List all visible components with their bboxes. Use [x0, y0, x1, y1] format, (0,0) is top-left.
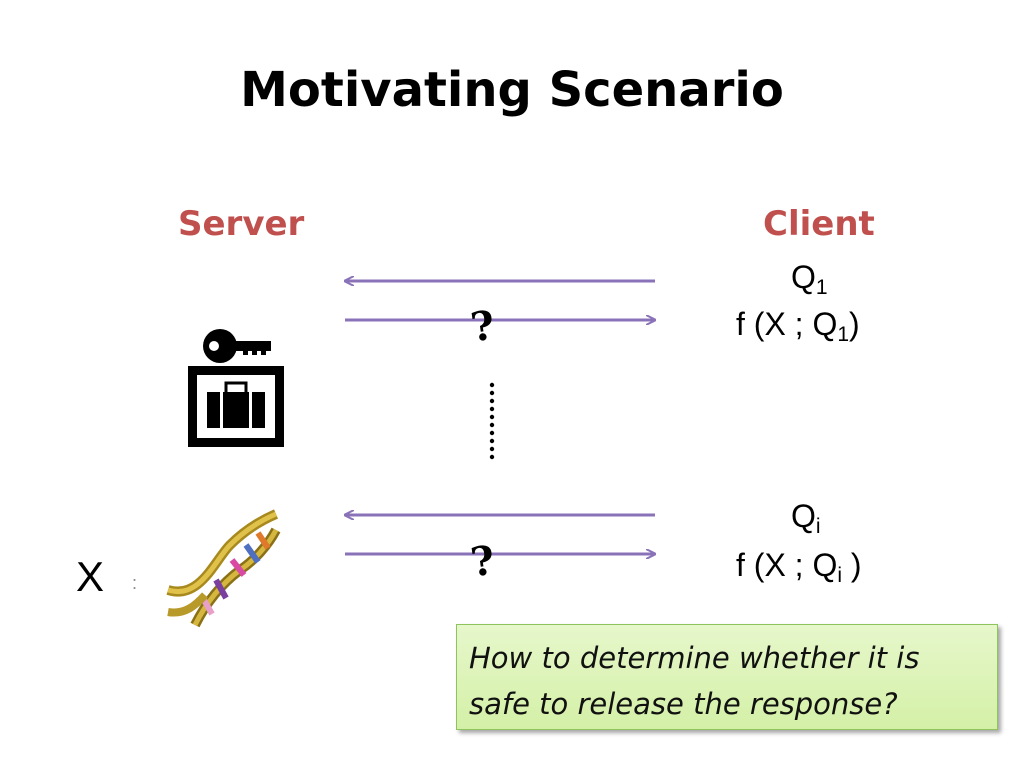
vertical-ellipsis — [489, 382, 495, 460]
key-icon — [203, 329, 271, 363]
query-i-symbol: Q — [791, 498, 816, 534]
question-callout: How to determine whether it is safe to r… — [456, 624, 998, 730]
response-i-prefix: f (X ; Q — [736, 547, 838, 583]
query-i-label: Qi — [791, 498, 821, 539]
query-1-label: Q1 — [791, 259, 828, 300]
callout-text: How to determine whether it is safe to r… — [469, 641, 920, 721]
query-1-subscript: 1 — [815, 276, 828, 299]
briefcase-icon — [188, 366, 284, 447]
query-1-symbol: Q — [791, 259, 816, 295]
response-i-label: f (X ; Qi ) — [736, 547, 862, 588]
response-i-subscript: i — [837, 564, 843, 587]
response-1-suffix: ) — [849, 306, 860, 342]
response-i-suffix: ) — [842, 547, 862, 583]
query-i-subscript: i — [815, 515, 821, 538]
slide-title: Motivating Scenario — [240, 62, 784, 118]
server-heading: Server — [178, 204, 305, 244]
response-1-subscript: 1 — [837, 323, 850, 346]
response-1-prefix: f (X ; Q — [736, 306, 838, 342]
dna-icon — [166, 509, 281, 628]
dataset-colon: : — [132, 573, 138, 593]
client-heading: Client — [763, 204, 875, 244]
dataset-label: X — [76, 553, 105, 600]
response-1-label: f (X ; Q1) — [736, 306, 860, 347]
